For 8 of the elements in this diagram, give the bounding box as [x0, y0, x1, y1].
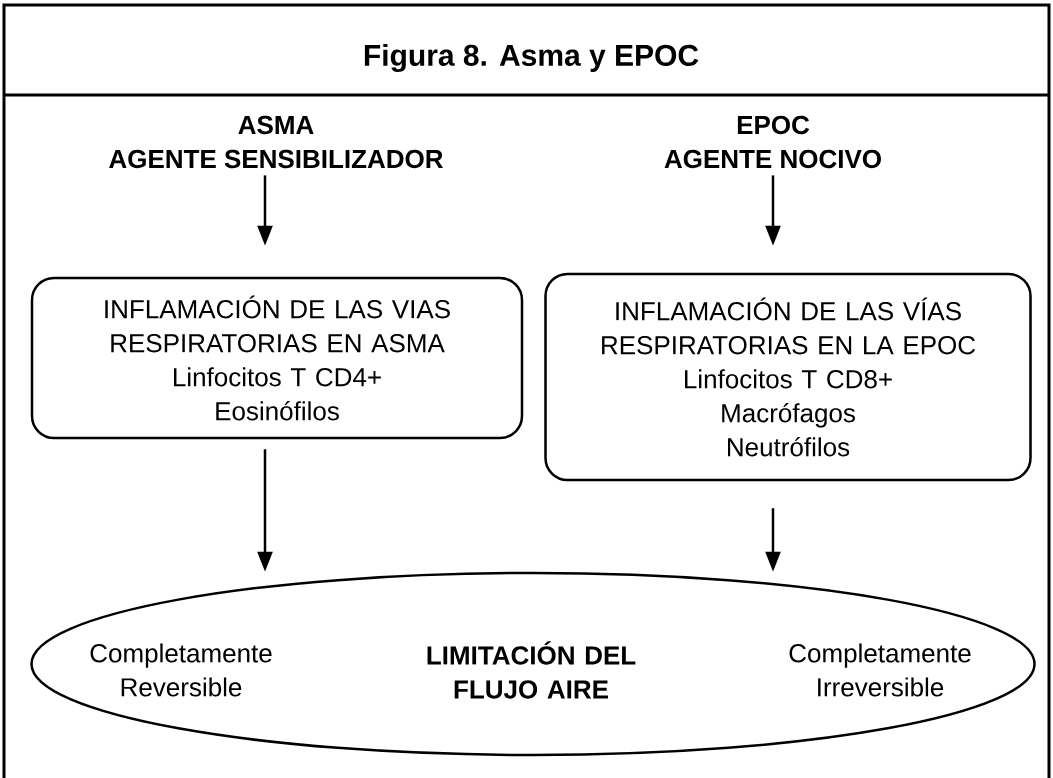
- rounded-box: INFLAMACIÓN DE LAS VÍAS RESPIRATORIAS EN LA EPOC Linfocitos T CD8+ Macrófagos Neutrófilos: [544, 272, 1032, 482]
- title: Figura 8. Asma y EPOC: [364, 43, 699, 73]
- rounded-box: INFLAMACIÓN DE LAS VIAS RESPIRATORIAS EN ASMA Linfocitos T CD4+ Eosinófilos: [30, 276, 524, 440]
- heading-text: EPOC AGENTE NOCIVO: [664, 115, 881, 169]
- heading-text: ASMA AGENTE SENSIBILIZADOR: [109, 115, 443, 169]
- ellipse-text: Completamente Reversible: [90, 643, 272, 697]
- ellipse-text: LIMITACIÓN DEL FLUJO AIRE: [427, 641, 636, 699]
- ellipse-text: Completamente Irreversible: [789, 643, 971, 697]
